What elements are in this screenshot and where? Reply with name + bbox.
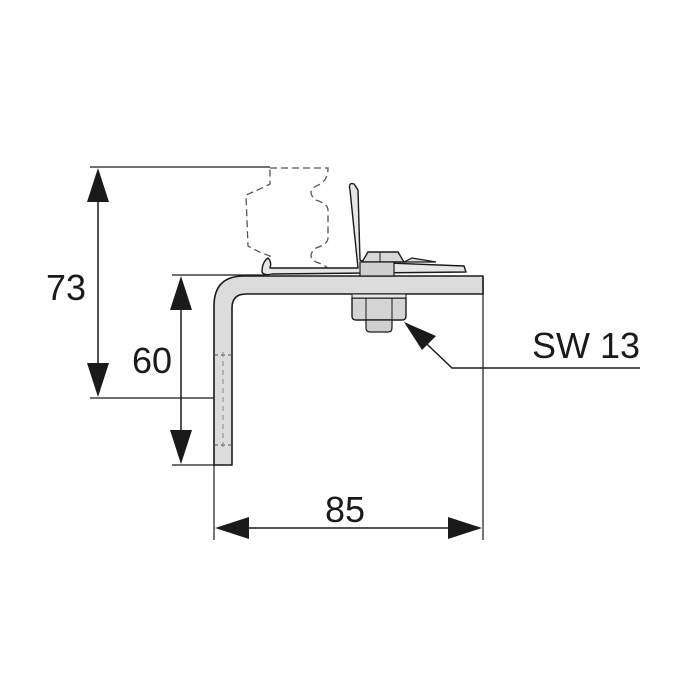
callout-sw13: SW 13 (404, 322, 640, 369)
dimension-73: 73 (46, 168, 109, 397)
bolt-shank (359, 261, 395, 277)
bolt-end (365, 319, 393, 333)
lower-nut (351, 297, 407, 321)
lower-washer (351, 293, 407, 299)
bolt-assembly (351, 261, 407, 333)
rail-outline (245, 167, 329, 271)
arrowhead-85-left (215, 517, 249, 539)
extension-lines (90, 166, 484, 540)
dimension-label-73: 73 (46, 267, 86, 308)
dimension-label-60: 60 (132, 340, 172, 381)
spring-clip-shape (261, 182, 467, 276)
bracket-shape (213, 275, 484, 466)
arrowhead-60-top (170, 276, 192, 310)
arrowhead-85-right (448, 517, 482, 539)
arrowhead-73-top (87, 168, 109, 202)
angle-bracket (213, 275, 484, 466)
callout-arrowhead (404, 322, 436, 350)
arrowhead-60-bottom (170, 430, 192, 464)
arrowhead-73-bottom (87, 363, 109, 397)
spring-clip (261, 182, 467, 276)
dimension-85: 85 (215, 489, 482, 539)
dimension-60: 60 (132, 276, 192, 464)
upper-nut-shape (360, 251, 406, 263)
rail-profile-dashed (245, 167, 329, 271)
dimension-label-85: 85 (325, 489, 365, 530)
upper-washer (403, 257, 437, 263)
callout-label: SW 13 (532, 325, 640, 366)
upper-nut (360, 251, 437, 263)
